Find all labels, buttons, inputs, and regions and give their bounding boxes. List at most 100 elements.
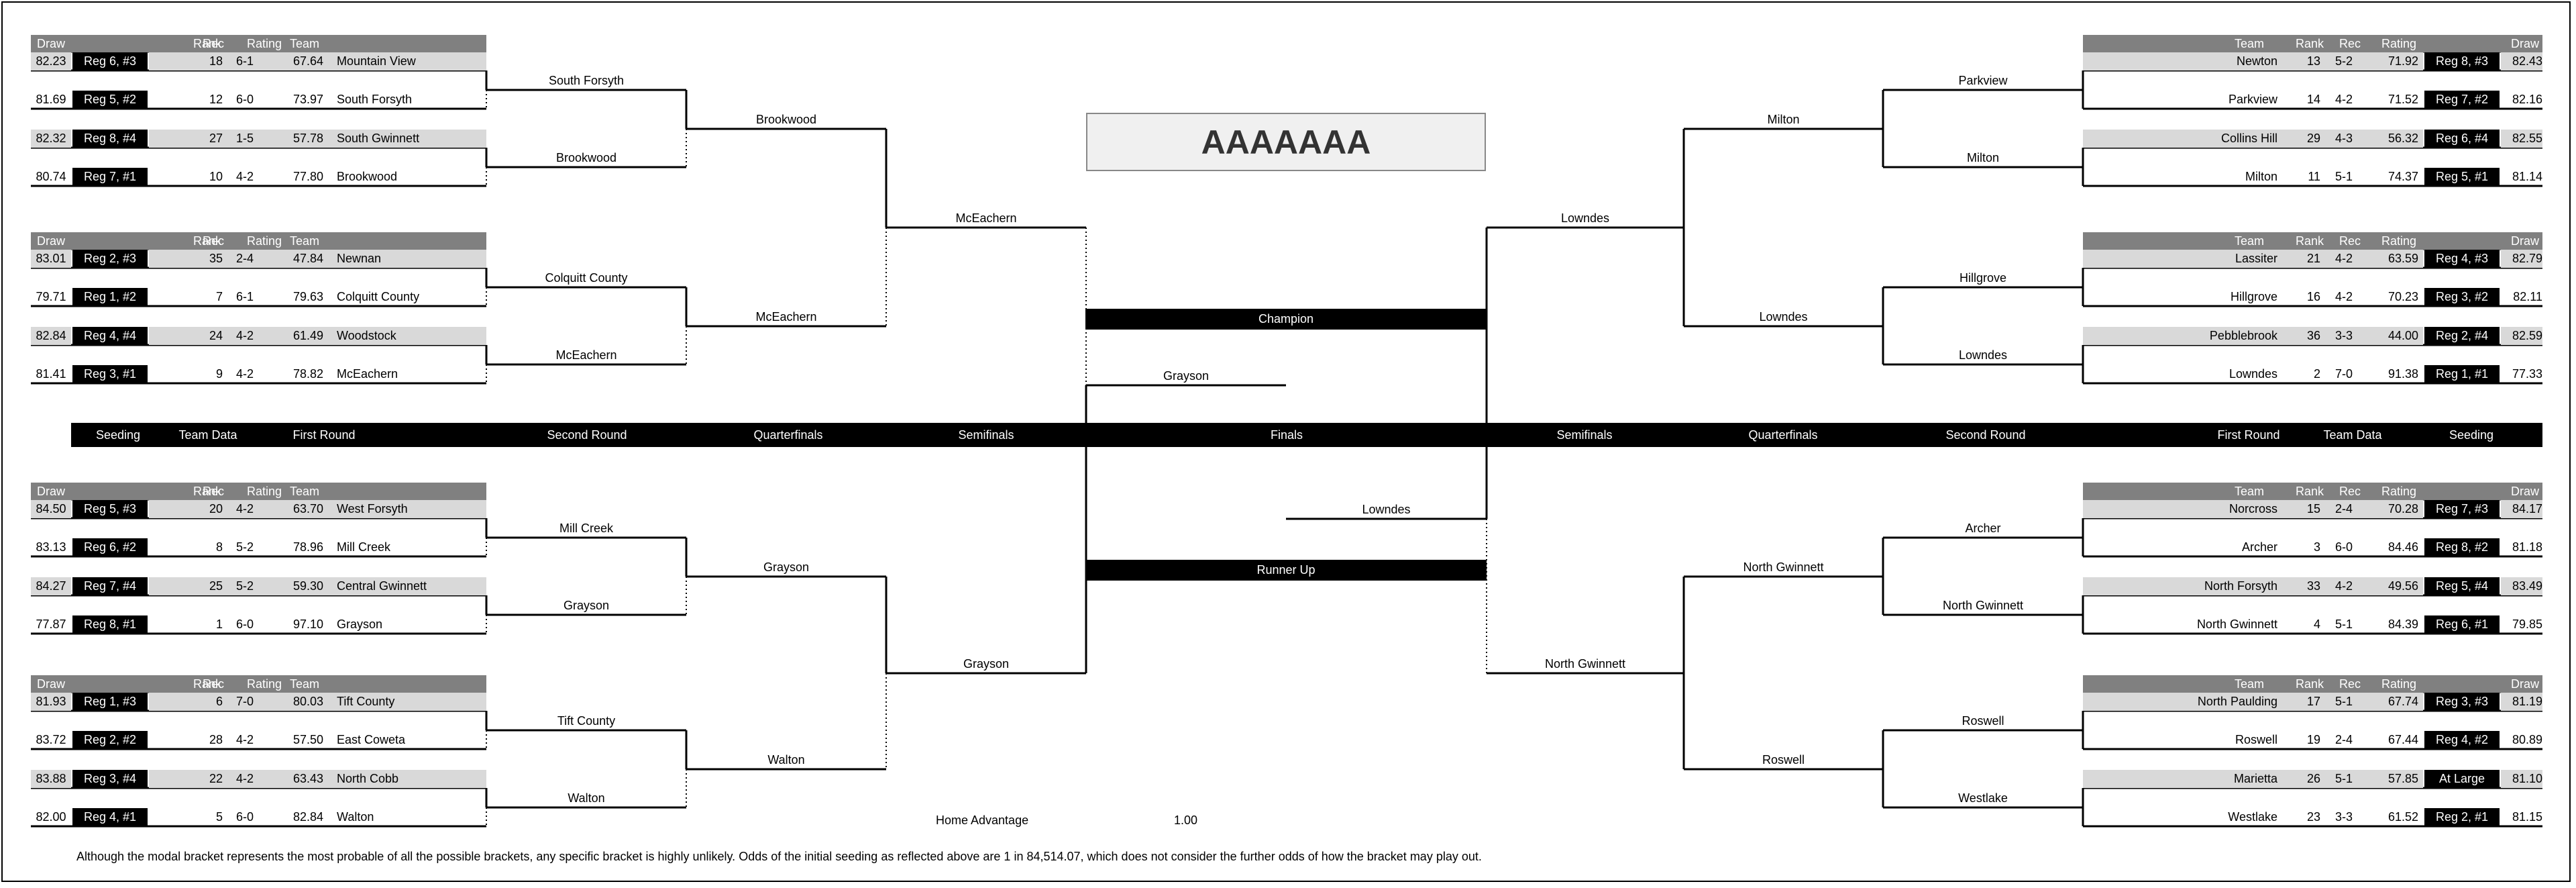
seed-badge: Reg 3, #3 bbox=[2424, 693, 2500, 711]
team-name: Marietta bbox=[2233, 772, 2277, 785]
team-name: Central Gwinnett bbox=[337, 579, 427, 593]
second-round-winner: Walton bbox=[568, 791, 605, 805]
bracket-title: AAAAAAA bbox=[1086, 113, 1486, 171]
record-value: 3-3 bbox=[2335, 810, 2353, 824]
record-value: 4-2 bbox=[2335, 579, 2353, 593]
header-rec: Rec bbox=[2339, 234, 2361, 248]
seed-badge: Reg 7, #2 bbox=[2424, 91, 2500, 109]
draw-value: 79.85 bbox=[2512, 618, 2542, 631]
second-round-winner: Archer bbox=[1965, 522, 2001, 535]
rank-value: 10 bbox=[209, 170, 223, 183]
seed-badge: Reg 2, #4 bbox=[2424, 327, 2500, 345]
rating-value: 79.63 bbox=[292, 290, 323, 303]
stage-label: Seeding bbox=[95, 428, 141, 442]
second-round-winner: South Forsyth bbox=[548, 74, 625, 87]
draw-value: 84.27 bbox=[31, 577, 71, 595]
draw-value: 79.71 bbox=[36, 290, 66, 303]
header-team: Team bbox=[2234, 485, 2264, 498]
rank-value: 3 bbox=[2313, 540, 2320, 554]
seed-badge: At Large bbox=[2424, 770, 2500, 788]
record-value: 6-0 bbox=[236, 93, 254, 106]
record-value: 4-2 bbox=[236, 367, 254, 381]
quarterfinal-winner: Milton bbox=[1767, 113, 1800, 126]
rank-value: 4 bbox=[2313, 618, 2320, 631]
second-round-winner: Mill Creek bbox=[559, 522, 613, 535]
draw-value: 82.59 bbox=[2501, 327, 2542, 345]
rating-value: 67.74 bbox=[2387, 695, 2418, 708]
seed-badge: Reg 5, #1 bbox=[2424, 168, 2500, 186]
draw-value: 80.74 bbox=[36, 170, 66, 183]
record-value: 2-4 bbox=[2335, 502, 2353, 515]
seed-badge: Reg 2, #2 bbox=[72, 731, 148, 749]
seed-badge: Reg 8, #4 bbox=[72, 130, 148, 148]
rating-value: 57.50 bbox=[292, 733, 323, 746]
header-draw: Draw bbox=[36, 677, 65, 691]
seed-badge: Reg 6, #3 bbox=[72, 52, 148, 70]
header-rank: Rank bbox=[193, 677, 221, 691]
seed-badge: Reg 7, #3 bbox=[2424, 500, 2500, 518]
stage-header-bar bbox=[71, 423, 2542, 447]
seed-badge: Reg 5, #3 bbox=[72, 500, 148, 518]
rating-value: 80.03 bbox=[292, 695, 323, 708]
stage-label: Seeding bbox=[2449, 428, 2494, 442]
header-rank: Rank bbox=[193, 37, 221, 50]
rank-value: 35 bbox=[209, 252, 223, 265]
record-value: 4-2 bbox=[236, 170, 254, 183]
draw-value: 77.33 bbox=[2512, 367, 2542, 381]
rank-value: 1 bbox=[215, 618, 223, 631]
header-draw: Draw bbox=[2510, 234, 2539, 248]
rating-value: 73.97 bbox=[292, 93, 323, 106]
header-draw: Draw bbox=[2510, 677, 2539, 691]
header-team: Team bbox=[2234, 677, 2264, 691]
seed-badge: Reg 5, #2 bbox=[72, 91, 148, 109]
draw-value: 83.01 bbox=[31, 250, 71, 268]
second-round-winner: Lowndes bbox=[1958, 348, 2008, 362]
rating-value: 57.85 bbox=[2387, 772, 2418, 785]
left-finalist: Grayson bbox=[1163, 369, 1210, 383]
rating-value: 61.49 bbox=[292, 329, 323, 342]
rank-value: 17 bbox=[2306, 695, 2320, 708]
rank-value: 15 bbox=[2306, 502, 2320, 515]
seed-badge: Reg 1, #3 bbox=[72, 693, 148, 711]
rank-value: 36 bbox=[2306, 329, 2320, 342]
quarterfinal-winner: McEachern bbox=[755, 310, 817, 324]
rank-value: 18 bbox=[209, 54, 223, 68]
header-rating: Rating bbox=[2381, 485, 2417, 498]
seed-badge: Reg 3, #2 bbox=[2424, 288, 2500, 306]
record-value: 4-2 bbox=[2335, 93, 2353, 106]
stage-label: Second Round bbox=[1945, 428, 2026, 442]
team-name: Westlake bbox=[2228, 810, 2277, 824]
team-name: South Gwinnett bbox=[337, 132, 420, 145]
rating-value: 61.52 bbox=[2387, 810, 2418, 824]
seed-badge: Reg 4, #2 bbox=[2424, 731, 2500, 749]
quarterfinal-winner: Roswell bbox=[1762, 753, 1805, 767]
team-name: Lassiter bbox=[2235, 252, 2277, 265]
record-value: 6-0 bbox=[236, 618, 254, 631]
rating-value: 71.92 bbox=[2387, 54, 2418, 68]
draw-value: 81.10 bbox=[2501, 770, 2542, 788]
record-value: 5-1 bbox=[2335, 618, 2353, 631]
